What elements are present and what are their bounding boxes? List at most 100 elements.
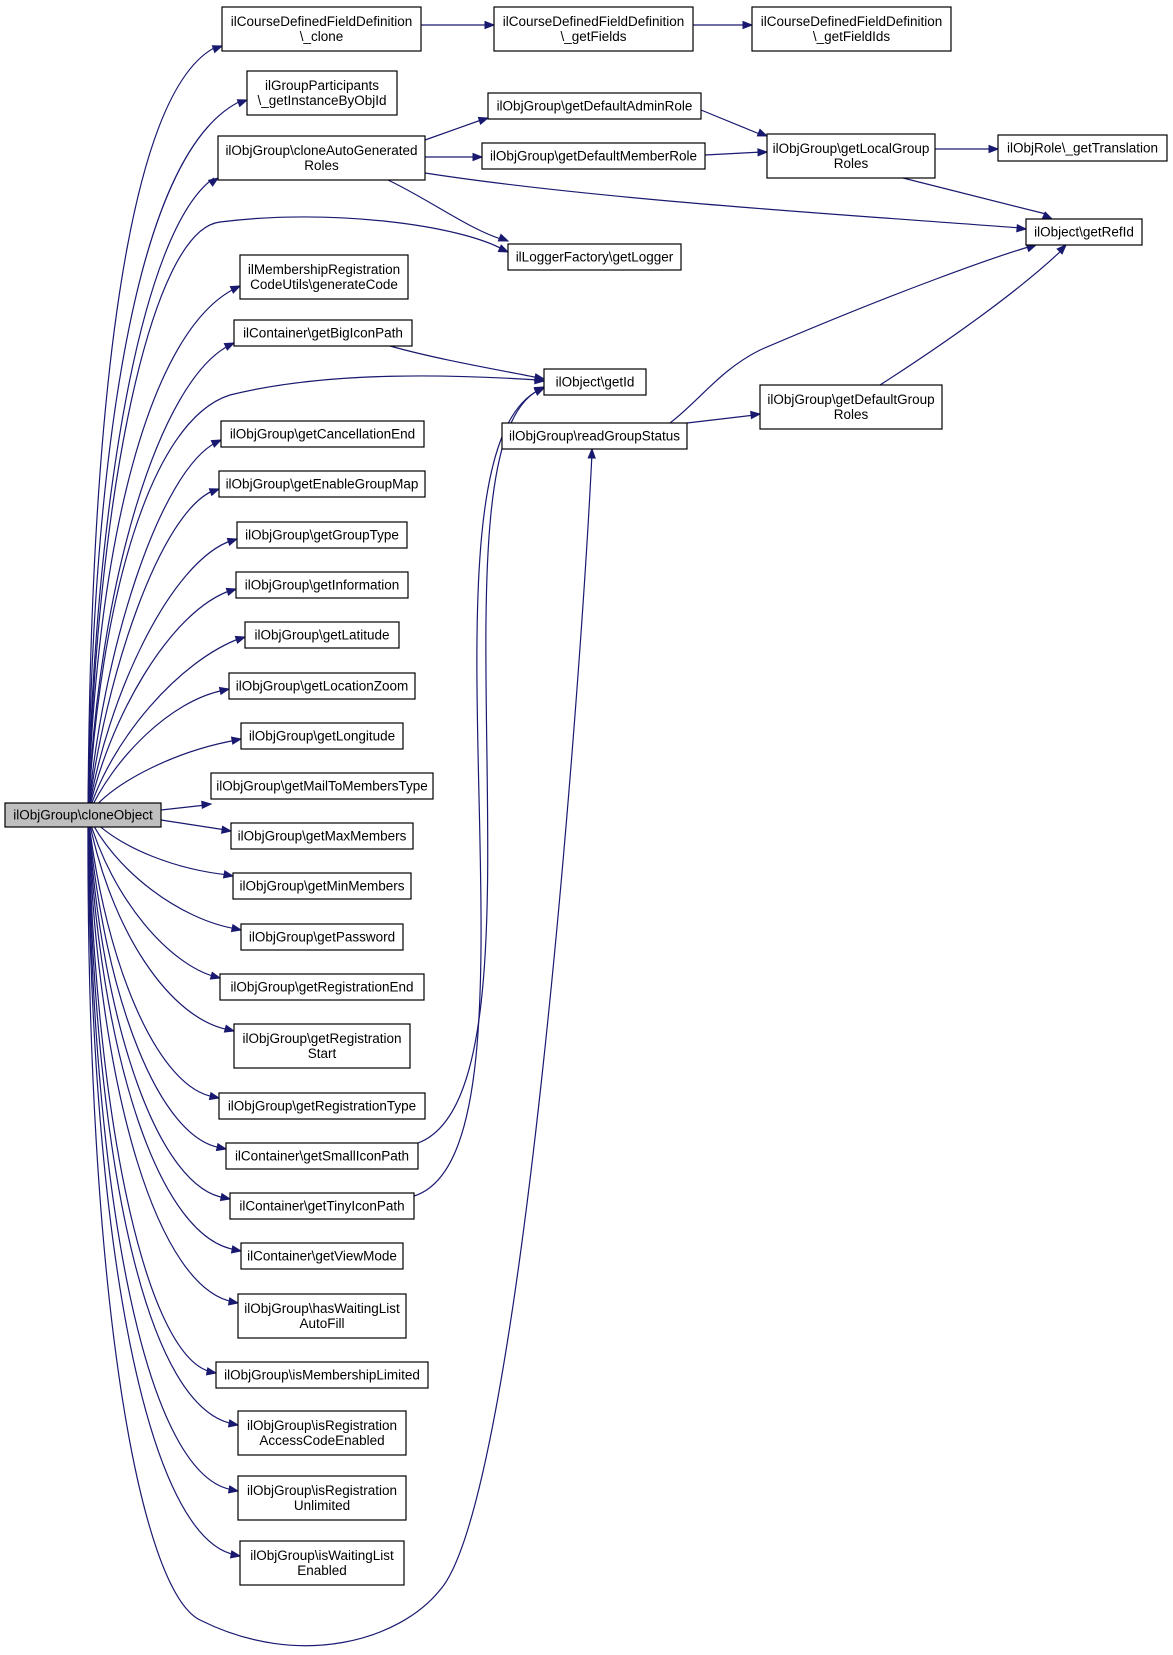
node-box [219, 973, 425, 1001]
node-cdf_clone[interactable]: ilCourseDefinedFieldDefinition\_clone [221, 6, 422, 52]
node-getEnableGroupMap[interactable]: ilObjGroup\getEnableGroupMap [218, 470, 426, 498]
node-label: ilObjGroup\isWaitingList [250, 1548, 394, 1563]
edge-line [686, 414, 756, 424]
edge-line [87, 637, 242, 816]
edge-root-to-getRegistrationStart [87, 814, 236, 1033]
arrowhead-icon [223, 342, 236, 351]
edge-line [87, 287, 237, 816]
node-getLongitude[interactable]: ilObjGroup\getLongitude [240, 722, 404, 750]
edge-getTinyIconPath-to-getId [413, 387, 546, 1197]
arrowhead-icon [209, 971, 222, 980]
node-role_getTranslation[interactable]: ilObjRole\_getTranslation [997, 134, 1168, 162]
node-readGroupStatus[interactable]: ilObjGroup\readGroupStatus [501, 422, 688, 450]
arrowhead-icon [236, 99, 249, 108]
node-box [218, 470, 426, 498]
node-isMembershipLimited[interactable]: ilObjGroup\isMembershipLimited [215, 1361, 429, 1389]
node-box [493, 6, 694, 52]
node-cdf_getFieldIds[interactable]: ilCourseDefinedFieldDefinition\_getField… [751, 6, 952, 52]
node-box [237, 1475, 407, 1521]
edge-root-to-getRegistrationEnd [87, 814, 222, 980]
node-getDefaultAdminRole[interactable]: ilObjGroup\getDefaultAdminRole [487, 92, 702, 120]
node-label: Roles [834, 407, 869, 422]
edge-line [87, 814, 237, 1556]
node-getMinMembers[interactable]: ilObjGroup\getMinMembers [232, 872, 412, 900]
node-label: ilObjGroup\getDefaultAdminRole [497, 99, 693, 114]
node-label: ilObjGroup\getLatitude [254, 628, 389, 643]
edge-getLocalGroupRoles-to-getRefId [902, 177, 1054, 220]
arrowhead-icon [497, 244, 510, 253]
node-getGroupType[interactable]: ilObjGroup\getGroupType [236, 521, 408, 549]
node-getRefId[interactable]: ilObject\getRefId [1025, 218, 1143, 246]
arrowhead-icon [229, 1550, 242, 1559]
node-label: ilObjGroup\getCancellationEnd [230, 427, 415, 442]
node-getRegistrationEnd[interactable]: ilObjGroup\getRegistrationEnd [219, 973, 425, 1001]
node-getPassword[interactable]: ilObjGroup\getPassword [240, 923, 404, 951]
arrowhead-icon [205, 1367, 218, 1376]
node-box [215, 1361, 429, 1389]
node-getLogger[interactable]: ilLoggerFactory\getLogger [507, 243, 682, 271]
node-getBigIconPath[interactable]: ilContainer\getBigIconPath [233, 319, 413, 347]
node-label: \_getFieldIds [813, 29, 891, 44]
node-label: ilObjGroup\getRegistration [242, 1031, 401, 1046]
node-getDefaultMemberRole[interactable]: ilObjGroup\getDefaultMemberRole [481, 142, 706, 170]
arrowhead-icon [227, 1485, 240, 1494]
edge-line [87, 375, 540, 816]
arrowhead-icon [472, 152, 484, 162]
node-getId[interactable]: ilObject\getId [543, 368, 647, 396]
node-label: ilMembershipRegistration [248, 262, 400, 277]
node-cdf_getFields[interactable]: ilCourseDefinedFieldDefinition\_getField… [493, 6, 694, 52]
node-label: ilObjGroup\getRegistrationType [228, 1099, 416, 1114]
edge-root-to-getId [87, 375, 546, 816]
edge-line [87, 99, 244, 816]
node-root[interactable]: ilObjGroup\cloneObject [4, 802, 162, 828]
node-label: ilObjGroup\getMinMembers [239, 879, 404, 894]
node-getLocationZoom[interactable]: ilObjGroup\getLocationZoom [228, 672, 416, 700]
node-getViewMode[interactable]: ilContainer\getViewMode [240, 1242, 404, 1270]
node-label: ilObjGroup\getMaxMembers [238, 829, 407, 844]
node-box [236, 521, 408, 549]
edge-line [87, 45, 219, 816]
node-getMaxMembers[interactable]: ilObjGroup\getMaxMembers [230, 822, 414, 850]
edge-root-to-getTinyIconPath [87, 814, 232, 1202]
node-box [507, 243, 682, 271]
node-box [235, 571, 409, 599]
node-label: ilObjGroup\getInformation [245, 578, 400, 593]
node-getCancellationEnd[interactable]: ilObjGroup\getCancellationEnd [220, 420, 425, 448]
node-gp_getInstance[interactable]: ilGroupParticipants\_getInstanceByObjId [246, 70, 398, 116]
edge-line [87, 452, 593, 1647]
node-box [246, 70, 398, 116]
edge-root-to-cdf_clone [87, 45, 224, 816]
node-box [244, 621, 400, 649]
edge-line [389, 345, 540, 379]
node-getRegistrationType[interactable]: ilObjGroup\getRegistrationType [218, 1092, 426, 1120]
node-getInformation[interactable]: ilObjGroup\getInformation [235, 571, 409, 599]
arrowhead-icon [226, 537, 239, 546]
node-isRegistrationAccessCodeEnabled[interactable]: ilObjGroup\isRegistrationAccessCodeEnabl… [237, 1410, 407, 1456]
node-getLatitude[interactable]: ilObjGroup\getLatitude [244, 621, 400, 649]
arrowhead-icon [477, 116, 490, 125]
node-label: ilCourseDefinedFieldDefinition [503, 14, 685, 29]
edge-line [87, 814, 213, 1373]
edge-root-to-getPassword [87, 814, 243, 933]
node-box [1025, 218, 1143, 246]
node-getSmallIconPath[interactable]: ilContainer\getSmallIconPath [225, 1142, 419, 1170]
node-generateCode[interactable]: ilMembershipRegistrationCodeUtils\genera… [239, 254, 409, 300]
edge-line [87, 814, 216, 1098]
node-getMailToMembersType[interactable]: ilObjGroup\getMailToMembersType [210, 772, 434, 800]
node-getTinyIconPath[interactable]: ilContainer\getTinyIconPath [229, 1192, 415, 1220]
arrowhead-icon [219, 1192, 232, 1202]
edge-line [87, 814, 238, 930]
arrowhead-icon [1016, 223, 1028, 233]
node-box [221, 6, 422, 52]
node-label: CodeUtils\generateCode [250, 277, 398, 292]
edge-line [700, 109, 763, 136]
node-label: ilContainer\getTinyIconPath [239, 1199, 404, 1214]
